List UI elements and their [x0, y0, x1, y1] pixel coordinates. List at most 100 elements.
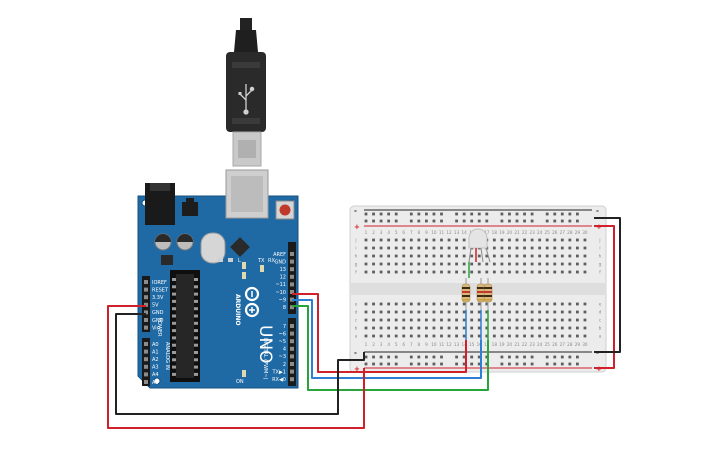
breadboard-hole[interactable] — [553, 362, 557, 366]
breadboard-hole[interactable] — [477, 362, 481, 366]
breadboard-hole[interactable] — [455, 362, 458, 366]
breadboard-hole[interactable] — [432, 212, 436, 216]
breadboard-hole[interactable] — [455, 270, 458, 274]
breadboard-hole[interactable] — [364, 310, 368, 314]
arduino-uno-board[interactable]: L TX RX ON ARDUINO UNO IOREFRESET3.3V5VG… — [137, 169, 299, 389]
breadboard-hole[interactable] — [402, 270, 406, 274]
breadboard-hole[interactable] — [402, 254, 406, 258]
breadboard-hole[interactable] — [432, 238, 436, 242]
breadboard-hole[interactable] — [523, 326, 526, 330]
breadboard-hole[interactable] — [379, 334, 383, 338]
breadboard-hole[interactable] — [545, 326, 549, 330]
breadboard-hole[interactable] — [425, 246, 428, 250]
breadboard-hole[interactable] — [440, 212, 443, 216]
breadboard-hole[interactable] — [515, 212, 519, 216]
breadboard-hole[interactable] — [545, 219, 549, 223]
header-pin[interactable] — [290, 346, 294, 351]
header-pin[interactable] — [290, 252, 294, 256]
breadboard-hole[interactable] — [477, 355, 481, 359]
breadboard-hole[interactable] — [379, 270, 383, 274]
breadboard-hole[interactable] — [500, 334, 504, 338]
breadboard-hole[interactable] — [576, 219, 579, 223]
breadboard-hole[interactable] — [402, 246, 406, 250]
breadboard-hole[interactable] — [455, 310, 458, 314]
breadboard-hole[interactable] — [432, 326, 436, 330]
breadboard-hole[interactable] — [455, 326, 458, 330]
breadboard-hole[interactable] — [560, 302, 564, 306]
header-pin[interactable] — [290, 362, 294, 366]
breadboard-hole[interactable] — [583, 302, 587, 306]
breadboard-hole[interactable] — [500, 246, 504, 250]
breadboard-hole[interactable] — [432, 310, 436, 314]
breadboard-hole[interactable] — [553, 254, 557, 258]
breadboard-hole[interactable] — [470, 270, 474, 274]
breadboard-hole[interactable] — [387, 270, 391, 274]
breadboard-hole[interactable] — [364, 238, 368, 242]
breadboard-hole[interactable] — [523, 270, 526, 274]
breadboard-hole[interactable] — [576, 355, 579, 359]
breadboard-hole[interactable] — [576, 318, 579, 322]
wire-red-rail-bridge[interactable] — [594, 225, 615, 369]
breadboard-hole[interactable] — [440, 326, 443, 330]
header-pin[interactable] — [144, 280, 148, 284]
breadboard-hole[interactable] — [470, 254, 474, 258]
breadboard-hole[interactable] — [462, 238, 466, 242]
breadboard-hole[interactable] — [545, 254, 549, 258]
breadboard-hole[interactable] — [523, 262, 526, 266]
breadboard-hole[interactable] — [379, 355, 383, 359]
header-pin[interactable] — [290, 290, 294, 294]
breadboard-hole[interactable] — [417, 326, 421, 330]
breadboard-hole[interactable] — [364, 212, 368, 216]
analog-header[interactable] — [142, 338, 150, 386]
breadboard-hole[interactable] — [432, 334, 436, 338]
breadboard-hole[interactable] — [500, 355, 504, 359]
breadboard-hole[interactable] — [500, 310, 504, 314]
breadboard-hole[interactable] — [372, 254, 375, 258]
header-pin[interactable] — [290, 331, 294, 336]
breadboard-hole[interactable] — [583, 326, 587, 330]
breadboard-hole[interactable] — [553, 270, 557, 274]
breadboard-hole[interactable] — [560, 326, 564, 330]
breadboard-hole[interactable] — [432, 355, 436, 359]
breadboard-hole[interactable] — [417, 254, 421, 258]
breadboard-hole[interactable] — [432, 246, 436, 250]
breadboard-hole[interactable] — [372, 219, 375, 223]
breadboard-hole[interactable] — [583, 254, 587, 258]
breadboard-hole[interactable] — [379, 302, 383, 306]
breadboard-hole[interactable] — [530, 318, 534, 322]
breadboard-hole[interactable] — [560, 212, 564, 216]
breadboard-hole[interactable] — [409, 326, 413, 330]
breadboard-hole[interactable] — [500, 238, 504, 242]
breadboard-hole[interactable] — [409, 318, 413, 322]
breadboard-hole[interactable] — [508, 362, 511, 366]
breadboard-hole[interactable] — [553, 302, 557, 306]
breadboard-hole[interactable] — [568, 262, 572, 266]
breadboard-hole[interactable] — [409, 246, 413, 250]
breadboard-hole[interactable] — [523, 254, 526, 258]
header-pin[interactable] — [144, 287, 148, 292]
breadboard-hole[interactable] — [364, 254, 368, 258]
breadboard-hole[interactable] — [372, 302, 375, 306]
header-pin[interactable] — [144, 325, 148, 330]
breadboard-hole[interactable] — [515, 326, 519, 330]
wire-black-rail-bridge[interactable] — [594, 217, 621, 353]
breadboard-hole[interactable] — [462, 326, 466, 330]
breadboard-hole[interactable] — [409, 254, 413, 258]
breadboard-hole[interactable] — [508, 318, 511, 322]
breadboard-hole[interactable] — [508, 302, 511, 306]
breadboard-hole[interactable] — [364, 318, 368, 322]
breadboard-hole[interactable] — [409, 219, 413, 223]
breadboard-hole[interactable] — [523, 362, 526, 366]
breadboard-hole[interactable] — [530, 219, 534, 223]
breadboard-hole[interactable] — [560, 254, 564, 258]
breadboard-hole[interactable] — [492, 302, 496, 306]
breadboard-hole[interactable] — [500, 318, 504, 322]
breadboard-hole[interactable] — [379, 246, 383, 250]
breadboard-hole[interactable] — [560, 219, 564, 223]
breadboard-hole[interactable] — [485, 219, 489, 223]
breadboard-hole[interactable] — [364, 355, 368, 359]
breadboard-hole[interactable] — [402, 318, 406, 322]
breadboard-hole[interactable] — [394, 254, 398, 258]
breadboard-hole[interactable] — [387, 302, 391, 306]
